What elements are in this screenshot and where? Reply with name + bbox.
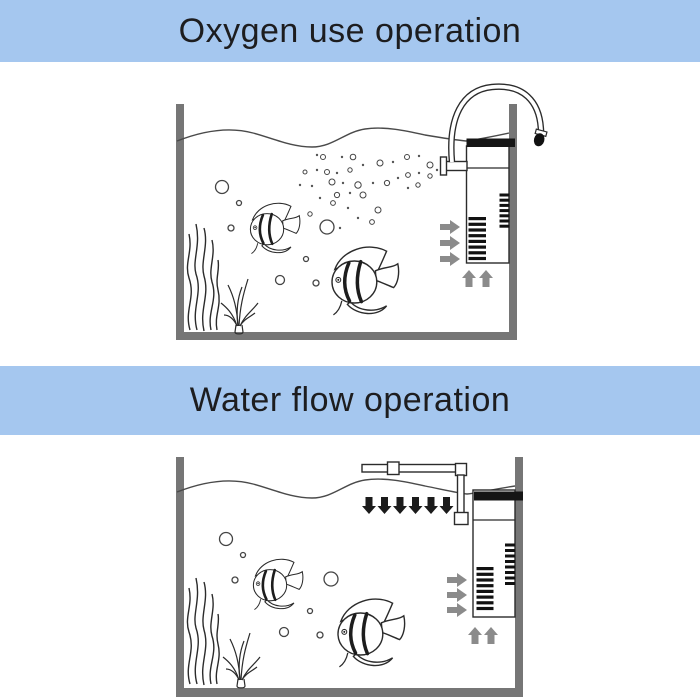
title-banner-water-flow: Water flow operation — [0, 366, 700, 435]
intake-arrows — [447, 573, 467, 617]
uplift-arrows — [462, 270, 493, 287]
discus-fish-small-icon — [252, 557, 305, 611]
internal-filter-icon — [472, 489, 523, 618]
oxygen-diagram — [0, 62, 700, 366]
oxygen-diagram-svg — [176, 83, 548, 340]
aquarium-tank — [176, 457, 523, 697]
discus-fish-large-icon — [336, 597, 407, 669]
seaweed-icon — [186, 223, 220, 332]
grass-plant-icon — [220, 278, 259, 335]
downflow-arrows — [362, 497, 454, 514]
water-surface-line — [176, 127, 510, 148]
seaweed-icon — [186, 577, 220, 686]
vent-slats — [468, 193, 510, 261]
air-intake-tube-icon — [448, 83, 548, 163]
grass-plant-icon — [222, 632, 261, 689]
internal-filter-icon — [439, 138, 515, 264]
banner-oxygen-label: Oxygen use operation — [178, 11, 522, 50]
uplift-arrows — [468, 627, 498, 644]
intake-arrows — [440, 220, 460, 266]
aquarium-tank — [176, 104, 517, 340]
discus-fish-large-icon — [330, 245, 401, 317]
air-valve-icon — [533, 128, 548, 147]
water-flow-diagram — [0, 435, 700, 700]
water-surface-line — [176, 478, 516, 499]
banner-water-flow-label: Water flow operation — [189, 381, 511, 419]
discus-fish-small-icon — [249, 201, 302, 255]
title-banner-oxygen: Oxygen use operation — [0, 0, 700, 62]
outlet-nozzle-icon — [443, 160, 468, 172]
vent-slats — [476, 543, 515, 611]
spray-bar-icon — [361, 461, 469, 526]
bubble-spray — [298, 153, 439, 230]
water-flow-diagram-svg — [176, 457, 523, 697]
